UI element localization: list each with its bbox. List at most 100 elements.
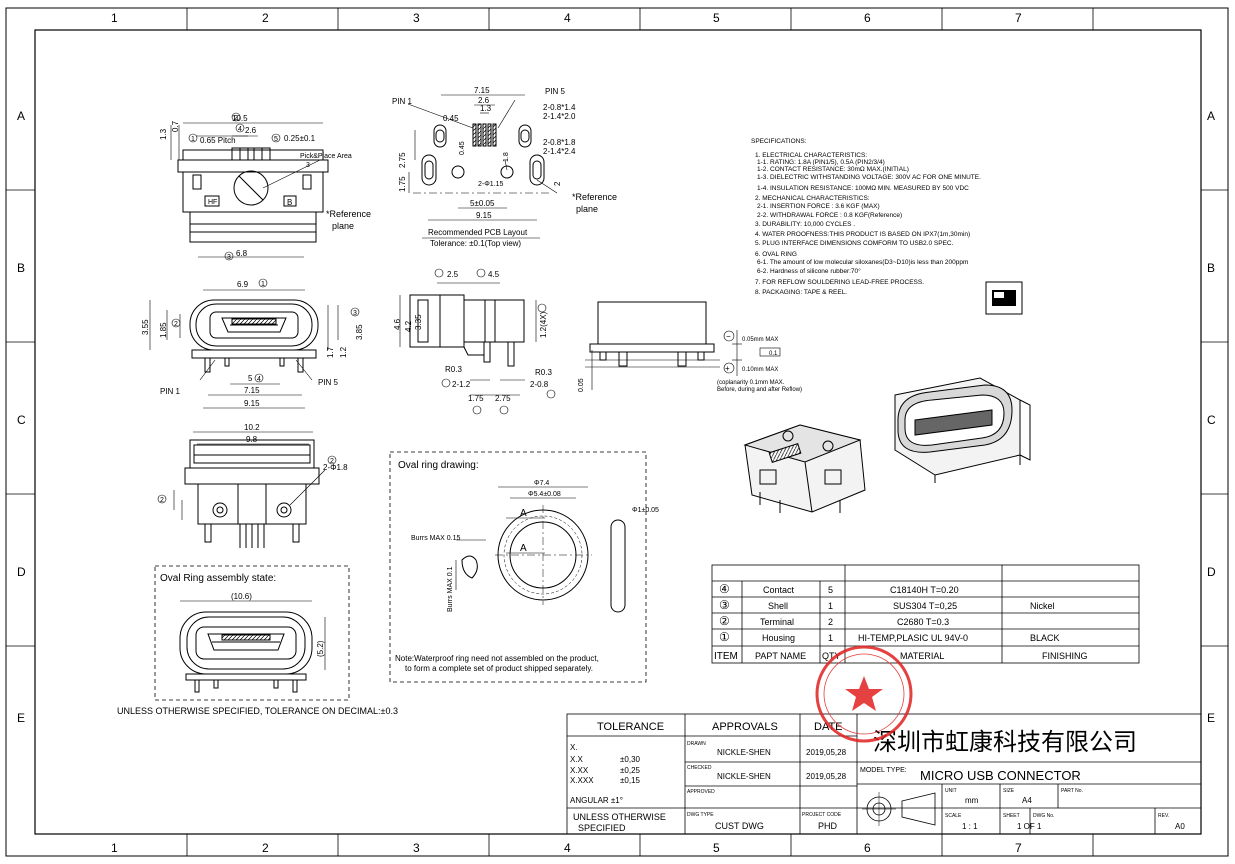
- front-dim-6-9: 6.9: [237, 280, 249, 289]
- bom-material-shell: SUS304 T=0,25: [893, 601, 957, 611]
- cop-note-1: (coplanarity 0.1mm MAX.: [717, 380, 785, 386]
- tb-tol-xxxx-val: ±0,15: [620, 776, 641, 785]
- tb-dwgtype-label: DWG TYPE: [687, 812, 714, 818]
- cop-note-2: Before, during and after Reflow): [717, 387, 802, 393]
- row-e-right: E: [1207, 711, 1215, 725]
- bom-header-finishing: FINISHING: [1042, 651, 1088, 661]
- front-dim-1-85: 1.85: [159, 322, 168, 338]
- spec-line-2-2: 2-2. WITHDRAWAL FORCE : 0.8 KGF(Referenc…: [757, 212, 902, 219]
- col-1-bottom: 1: [111, 841, 118, 855]
- tb-scale: 1 : 1: [962, 822, 978, 831]
- front-view: 6.9 1 3.55 2 1.85 3 3.85 1.2 1.7 5 4 7.1…: [141, 278, 364, 409]
- specifications: SPECIFICATIONS: 1. ELECTRICAL CHARACTERI…: [751, 138, 981, 296]
- tb-dwgno-label: DWG No.: [1033, 813, 1054, 819]
- section-a1: A: [520, 508, 527, 519]
- bom-finish-shell: Nickel: [1030, 601, 1055, 611]
- pcb-dim-slot2: 2-1.4*2.0: [543, 112, 576, 121]
- col-2-top: 2: [262, 11, 269, 25]
- burrs-01: Burrs MAX 0.1: [447, 566, 454, 612]
- col-7-top: 7: [1015, 11, 1022, 25]
- col-1-top: 1: [111, 11, 118, 25]
- bom-material-terminal: C2680 T=0.3: [897, 617, 949, 627]
- bottom-view: 10.2 9.8 2-Φ1.8 2 2: [157, 423, 348, 548]
- assembly-state: Oval Ring assembly state: (10.6) (5.2): [154, 565, 350, 701]
- spec-line-8: 8. PACKAGING: TAPE & REEL.: [755, 289, 847, 296]
- bom-qty-contact: 5: [828, 585, 833, 595]
- dim-6-8: 6.8: [236, 249, 248, 258]
- pcb-dim-slot4: 2-1.4*2.4: [543, 147, 576, 156]
- bottom-callout-2: 2: [330, 458, 334, 465]
- side-view: 2.5 4.5 4.6 3.35 4.2 1.2(4X) R0.3 R0.3 2…: [393, 268, 556, 415]
- side-dim-r03a: R0.3: [445, 365, 462, 374]
- side-dim-4-6: 4.6: [393, 318, 402, 330]
- front-dim-9-15: 9.15: [244, 399, 260, 408]
- tb-rev-label: REV.: [1158, 813, 1169, 819]
- spec-line-2-1: 2-1. INSERTION FORCE : 3.6 KGF (MAX): [757, 203, 880, 210]
- col-4-bottom: 4: [564, 841, 571, 855]
- tb-scale-label: SCALE: [945, 813, 962, 819]
- dim-pitch: 0.65 Pitch: [200, 136, 236, 145]
- top-view: 10.5 2.6 0.25±0.1 0.65 Pitch 0.7 1.3 6.8…: [159, 112, 371, 261]
- pcb-tolerance: Tolerance: ±0.1(Top view): [430, 239, 521, 248]
- tb-unit: mm: [965, 796, 979, 805]
- oval-dim-7-4: Φ7.4: [534, 480, 549, 487]
- tb-unless-2: SPECIFIED: [578, 823, 626, 833]
- tb-tol-x: X.: [570, 743, 578, 752]
- tb-angular: ANGULAR ±1°: [570, 796, 623, 805]
- tb-unless-1: UNLESS OTHERWISE: [573, 812, 666, 822]
- side-dim-r03b: R0.3: [535, 368, 552, 377]
- side-dim-2-0-8: 2-0.8: [530, 380, 549, 389]
- pcb-pin5-label: PIN 5: [545, 87, 566, 96]
- side-dim-1-75: 1.75: [468, 394, 484, 403]
- dim-3: 3: [306, 162, 310, 169]
- side-dim-1-2-4x: 1.2(4X): [539, 311, 548, 338]
- front-dim-3-85: 3.85: [355, 324, 364, 340]
- cop-dim-0-10-max: 0.10mm MAX: [742, 367, 778, 373]
- col-7-bottom: 7: [1015, 841, 1022, 855]
- bom-qty-shell: 1: [828, 601, 833, 611]
- company-seal: [815, 645, 913, 743]
- side-dim-2-1-2: 2-1.2: [452, 380, 471, 389]
- render-3d-front: [894, 377, 1031, 483]
- front-dim-3-55: 3.55: [141, 319, 150, 335]
- front-callout-1: 1: [261, 281, 265, 288]
- tb-checked-label: CHECKED: [687, 765, 712, 771]
- front-pin5-label: PIN 5: [318, 378, 339, 387]
- specs-title: SPECIFICATIONS:: [751, 138, 807, 145]
- bom-material-contact: C18140H T=0.20: [890, 585, 959, 595]
- tolerance-note: UNLESS OTHERWISE SPECIFIED, TOLERANCE ON…: [117, 706, 398, 716]
- spec-line-7: 7. FOR REFLOW SOULDERING LEAD-FREE PROCE…: [755, 279, 924, 286]
- pcb-dim-0-45: 0.45: [443, 114, 459, 123]
- bom-header-material: MATERIAL: [900, 651, 944, 661]
- spec-line-2: 2. MECHANICAL CHARACTERISTICS:: [755, 195, 870, 202]
- bottom-dim-10-2: 10.2: [244, 423, 260, 432]
- col-6-top: 6: [864, 11, 871, 25]
- side-dim-4-5: 4.5: [488, 270, 500, 279]
- callout-4: 4: [238, 126, 242, 133]
- tb-size: A4: [1022, 796, 1032, 805]
- cop-dim-0-05: 0.05: [578, 378, 585, 392]
- row-d-right: D: [1207, 565, 1216, 579]
- side-dim-2-5: 2.5: [447, 270, 459, 279]
- pcb-dim-7-15: 7.15: [474, 86, 490, 95]
- callout-1a: 1: [191, 136, 195, 143]
- dim-10-5: 10.5: [232, 114, 248, 123]
- callout-5: 5: [274, 136, 278, 143]
- pcb-dim-2: 2: [553, 181, 562, 186]
- tb-size-label: SIZE: [1003, 788, 1015, 794]
- col-5-bottom: 5: [713, 841, 720, 855]
- pcb-dim-1-75: 1.75: [398, 176, 407, 192]
- pcb-dim-1-3: 1.3: [480, 104, 492, 113]
- pcb-dim-slot3: 2-0.8*1.8: [543, 138, 576, 147]
- bom-header-qty: QTY: [822, 651, 841, 661]
- coplanarity-view: 0.05mm MAX 0.1 0.10mm MAX 0.05 (coplanar…: [578, 301, 802, 393]
- reference-plane-label-1: *Reference: [326, 209, 371, 219]
- col-5-top: 5: [713, 11, 720, 25]
- bom-material-housing: HI-TEMP,PLASIC UL 94V-0: [858, 633, 968, 643]
- dim-1-3: 1.3: [159, 128, 168, 140]
- row-a-left: A: [17, 109, 25, 123]
- bom-qty-terminal: 2: [828, 617, 833, 627]
- tb-company: 深圳市虹康科技有限公司: [873, 729, 1137, 756]
- side-dim-2-75: 2.75: [495, 394, 511, 403]
- front-callout-3: 3: [353, 310, 357, 317]
